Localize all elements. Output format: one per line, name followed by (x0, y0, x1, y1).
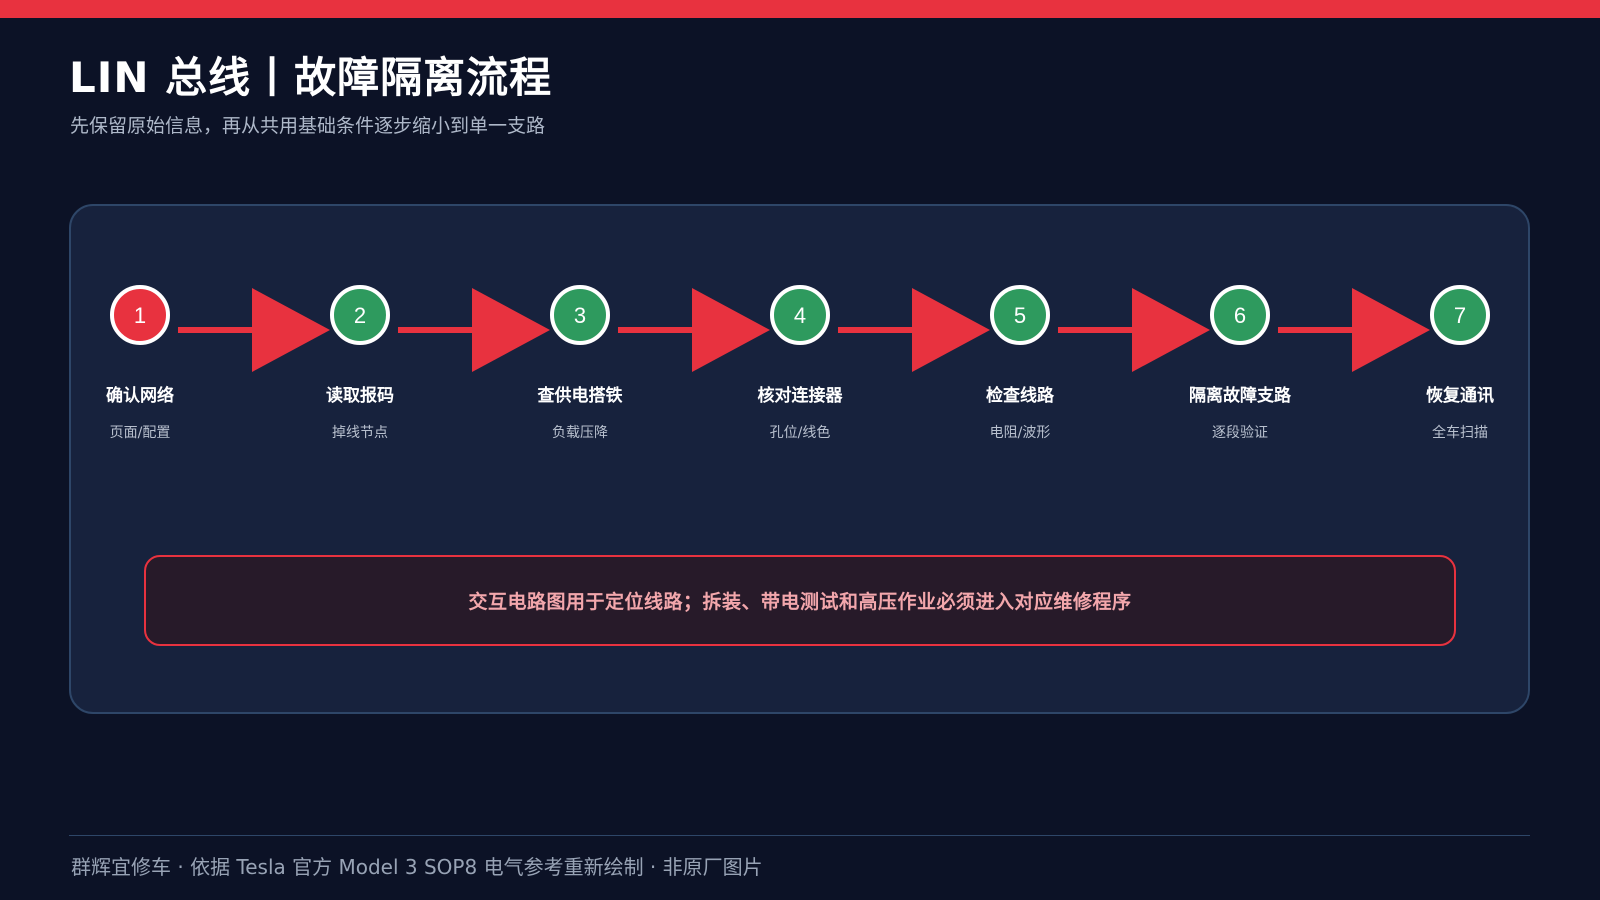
flow-step: 核对连接器孔位/线色 (720, 381, 880, 442)
step-sublabel: 页面/配置 (109, 425, 171, 441)
step-label: 查供电搭铁 (537, 386, 623, 406)
step-number: 4 (794, 303, 806, 328)
flow-step: 隔离故障支路逐段验证 (1160, 381, 1320, 442)
step-marker: 1 (110, 285, 170, 345)
step-marker: 4 (770, 285, 830, 345)
step-sublabel: 孔位/线色 (769, 425, 831, 441)
page-title: LIN 总线丨故障隔离流程 (69, 53, 553, 102)
step-number: 6 (1234, 303, 1246, 328)
step-marker: 7 (1430, 285, 1490, 345)
step-sublabel: 电阻/波形 (989, 425, 1051, 441)
step-marker: 5 (990, 285, 1050, 345)
right-arrow-icon (1278, 288, 1430, 372)
flow-step: 检查线路电阻/波形 (940, 381, 1100, 442)
step-label: 确认网络 (106, 386, 174, 406)
step-label: 检查线路 (986, 386, 1054, 406)
step-number: 3 (574, 303, 586, 328)
flow-step: 恢复通讯全车扫描 (1380, 381, 1540, 442)
step-label: 隔离故障支路 (1189, 386, 1291, 406)
step-sublabel: 负载压降 (552, 425, 608, 441)
step-marker: 3 (550, 285, 610, 345)
step-marker: 6 (1210, 285, 1270, 345)
right-arrow-icon (1058, 288, 1210, 372)
footer-text: 群辉宜修车 · 依据 Tesla 官方 Model 3 SOP8 电气参考重新绘… (71, 855, 763, 879)
step-label: 恢复通讯 (1426, 386, 1494, 406)
footer-divider (69, 835, 1530, 836)
step-number: 5 (1014, 303, 1026, 328)
warning-box: 交互电路图用于定位线路；拆装、带电测试和高压作业必须进入对应维修程序 (144, 555, 1456, 646)
step-number: 7 (1454, 303, 1466, 328)
step-sublabel: 逐段验证 (1212, 425, 1268, 441)
flow-step: 确认网络页面/配置 (60, 381, 220, 442)
warning-text: 交互电路图用于定位线路；拆装、带电测试和高压作业必须进入对应维修程序 (468, 591, 1132, 613)
right-arrow-icon (618, 288, 770, 372)
step-label: 核对连接器 (757, 386, 843, 406)
step-label: 读取报码 (326, 386, 394, 406)
flow-step: 读取报码掉线节点 (280, 381, 440, 442)
step-marker: 2 (330, 285, 390, 345)
right-arrow-icon (398, 288, 550, 372)
step-number: 2 (354, 303, 366, 328)
top-accent-bar (0, 0, 1600, 18)
step-sublabel: 掉线节点 (332, 425, 388, 441)
page-subtitle: 先保留原始信息，再从共用基础条件逐步缩小到单一支路 (70, 115, 546, 137)
right-arrow-icon (838, 288, 990, 372)
flow-step: 查供电搭铁负载压降 (500, 381, 660, 442)
step-number: 1 (134, 303, 146, 328)
right-arrow-icon (178, 288, 330, 372)
step-sublabel: 全车扫描 (1432, 425, 1488, 441)
